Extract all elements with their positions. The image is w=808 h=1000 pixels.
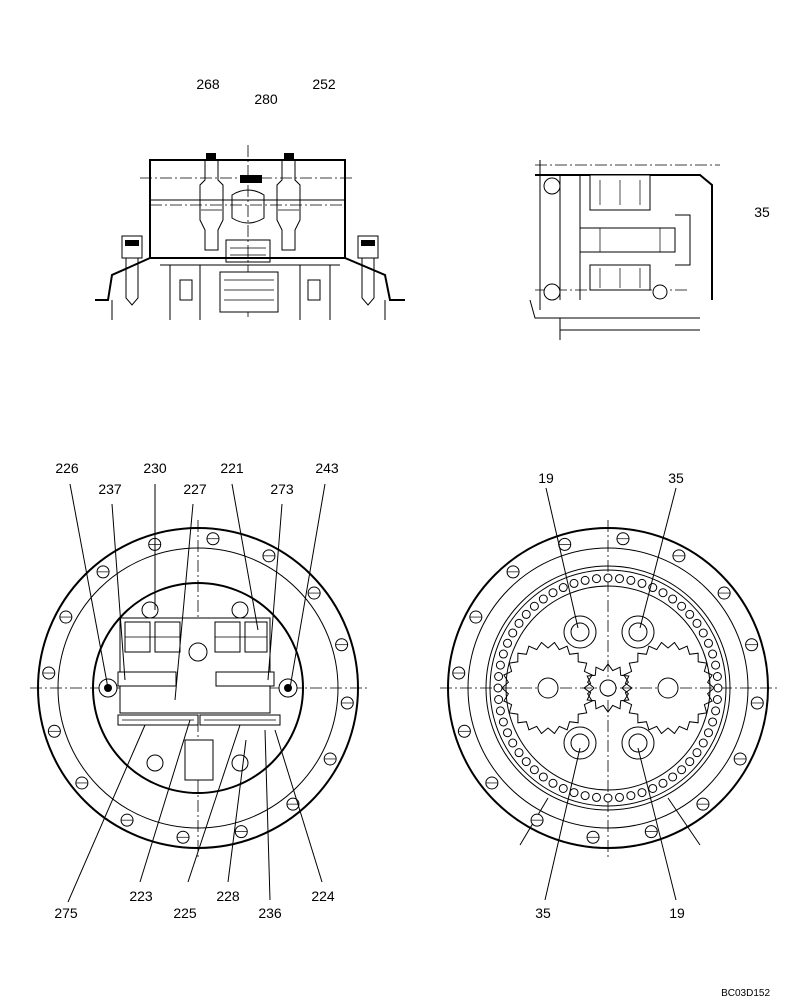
bottom-left-callout-236: 236 (258, 905, 282, 921)
bottom-left-callout-224: 224 (311, 888, 335, 904)
bottom-left-callout-230: 230 (143, 460, 167, 476)
top-left-callout-268: 268 (196, 76, 220, 92)
bottom-left-callout-227: 227 (183, 481, 207, 497)
plug-part (240, 175, 262, 183)
bottom-left-callout-273: 273 (270, 481, 294, 497)
top-right-section-view (529, 160, 720, 340)
relief-valve-right (276, 153, 301, 251)
bottom-right-callout-19-bottom: 19 (669, 905, 685, 921)
planet-gears (501, 641, 715, 735)
bottom-right-callout-19-top: 19 (538, 470, 554, 486)
bottom-left-callout-223: 223 (129, 888, 153, 904)
top-left-callout-252: 252 (312, 76, 336, 92)
bottom-left-callout-226: 226 (55, 460, 79, 476)
fitting-upper (543, 177, 561, 195)
planet-pin-heads (563, 615, 655, 760)
top-left-section-view (95, 145, 405, 320)
planet-pin (579, 214, 691, 266)
fitting-lower (543, 283, 561, 301)
ring-gear-rollers (493, 573, 723, 803)
bottom-left-callout-221: 221 (220, 460, 244, 476)
valve-block (98, 601, 298, 781)
bottom-right-plan-view (440, 487, 778, 901)
side-bolt-right (357, 235, 379, 306)
flange-bolt-circle (42, 532, 354, 844)
flange-bolt-circle (452, 532, 764, 844)
relief-valve-left (199, 153, 224, 251)
side-bolt-left (121, 235, 143, 306)
bottom-left-callout-275: 275 (54, 905, 78, 921)
bottom-left-plan-view (30, 483, 370, 903)
bottom-right-callout-35-bottom: 35 (535, 905, 551, 921)
top-right-callout-35: 35 (754, 204, 770, 220)
callout-labels: 268 280 252 35 226 230 221 243 237 227 2… (54, 76, 770, 921)
top-left-callout-280: 280 (254, 91, 278, 107)
bottom-left-callout-237: 237 (98, 481, 122, 497)
drawing-code: BC03D152 (721, 988, 770, 999)
bottom-left-callout-225: 225 (173, 905, 197, 921)
bottom-right-callout-35-top: 35 (668, 470, 684, 486)
bottom-left-callout-228: 228 (216, 888, 240, 904)
bottom-left-callout-243: 243 (315, 460, 339, 476)
